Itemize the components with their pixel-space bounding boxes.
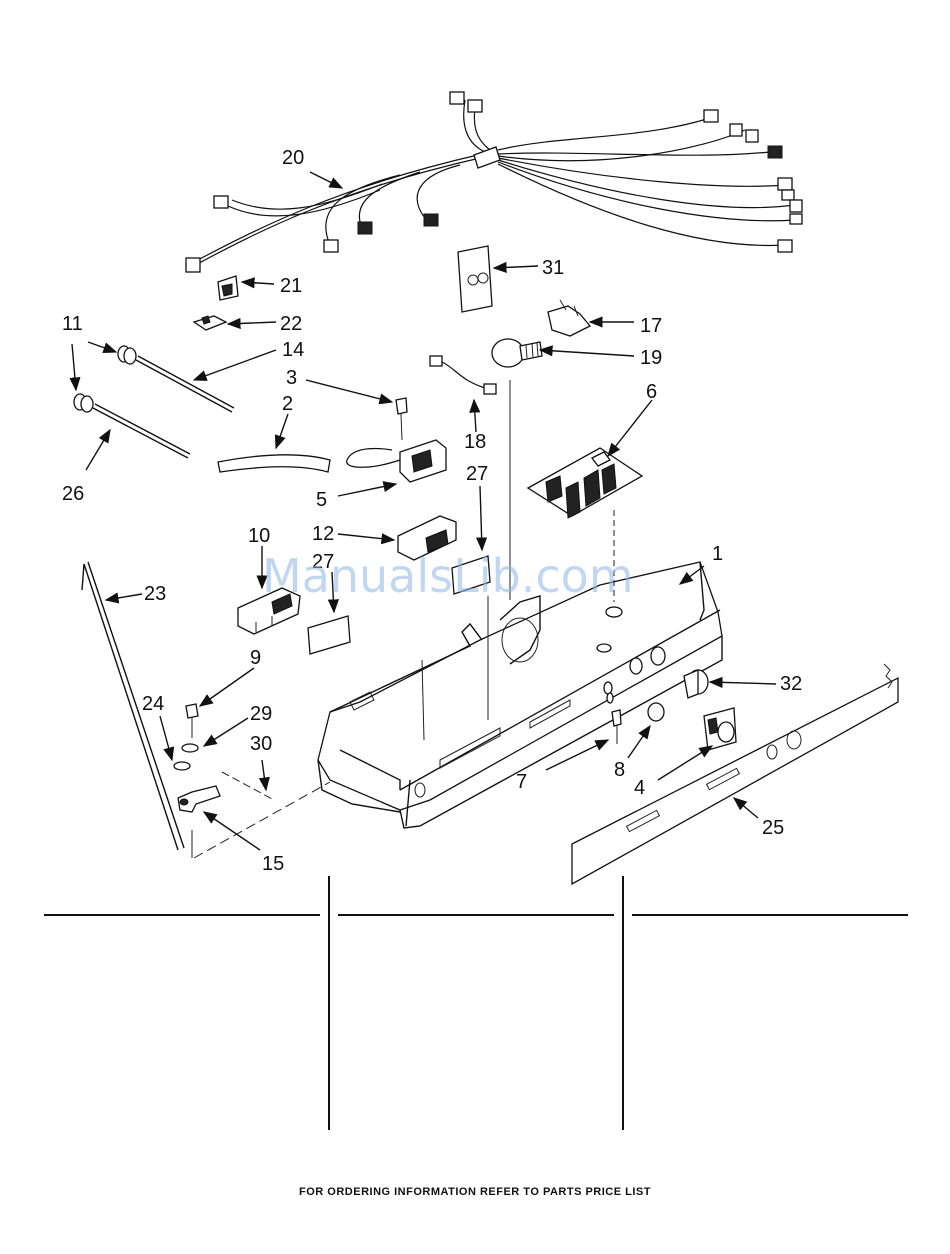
callout-19: 19 — [640, 347, 662, 369]
watermark: ManualsLib.com — [262, 549, 634, 603]
callout-21: 21 — [280, 275, 302, 297]
callout-11: 11 — [62, 313, 83, 335]
callout-9: 9 — [250, 647, 261, 669]
callout-17: 17 — [640, 315, 662, 337]
ordering-info-footer: FOR ORDERING INFORMATION REFER TO PARTS … — [0, 1186, 950, 1198]
callout-2: 2 — [282, 393, 293, 415]
plug-32 — [684, 670, 708, 698]
rod-23 — [82, 562, 184, 850]
switch-4 — [704, 708, 736, 750]
callout-24: 24 — [142, 693, 164, 715]
switch-5 — [347, 398, 446, 482]
parts-table-rules — [44, 876, 908, 1130]
lamp-wire-18 — [430, 356, 496, 394]
callout-30: 30 — [250, 733, 272, 755]
wire-harness — [186, 92, 802, 272]
cover-plate-31 — [458, 246, 492, 312]
callout-10: 10 — [248, 525, 270, 547]
tube-2 — [218, 455, 330, 472]
callout-5: 5 — [316, 489, 327, 511]
callout-32: 32 — [780, 673, 802, 695]
hardware-9-29-24 — [174, 704, 198, 770]
callout-20: 20 — [282, 147, 304, 169]
lamp-socket-17 — [548, 300, 590, 336]
control-board-6 — [528, 448, 642, 518]
callout-14: 14 — [282, 339, 304, 361]
callout-22: 22 — [280, 313, 302, 335]
light-bulb-19 — [492, 339, 542, 367]
callout-12: 12 — [312, 523, 334, 545]
callout-31: 31 — [542, 257, 564, 279]
callout-1: 1 — [712, 543, 723, 565]
callout-29: 29 — [250, 703, 272, 725]
callout-15: 15 — [262, 853, 284, 875]
callout-25: 25 — [762, 817, 784, 839]
callout-23: 23 — [144, 583, 166, 605]
rods-and-grommets — [74, 346, 234, 458]
bracket-15 — [178, 786, 220, 812]
callout-3: 3 — [286, 367, 297, 389]
button-8 — [648, 703, 664, 721]
clip-21 — [218, 276, 238, 300]
callout-6: 6 — [646, 381, 657, 403]
callout-8: 8 — [614, 759, 625, 781]
callout-7: 7 — [516, 771, 527, 793]
callout-18: 18 — [464, 431, 486, 453]
callout-27-upper: 27 — [466, 463, 488, 485]
callout-26: 26 — [62, 483, 84, 505]
screw-7 — [612, 710, 621, 744]
bracket-22 — [194, 316, 226, 330]
callout-4: 4 — [634, 777, 645, 799]
